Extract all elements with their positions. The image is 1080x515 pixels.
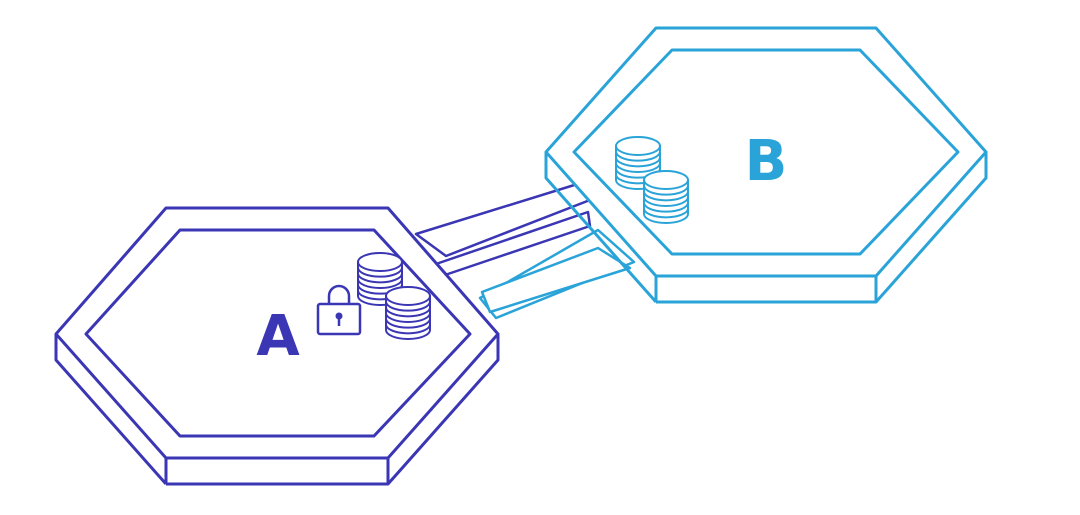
node-a-label: A bbox=[256, 304, 300, 369]
node-a-inner-ring bbox=[84, 228, 472, 438]
coin-stack-icon bbox=[385, 286, 431, 340]
node-b-inner-ring bbox=[572, 48, 960, 256]
node-b-side-bottom bbox=[656, 152, 988, 304]
node-a-side-left bbox=[54, 334, 168, 485]
padlock-icon bbox=[316, 284, 362, 336]
coin-stack-icon bbox=[357, 252, 403, 306]
coin-stack-icon bbox=[643, 170, 689, 224]
bridge-a-to-b-cyan bbox=[478, 228, 636, 320]
bridges bbox=[414, 180, 636, 320]
node-b-side-left bbox=[544, 152, 658, 303]
node-a-coin-stacks bbox=[357, 252, 431, 340]
node-b-coin-stacks bbox=[615, 136, 689, 224]
node-a-side-bottom bbox=[166, 334, 500, 486]
bridge-cyan-top bbox=[480, 246, 632, 314]
node-b-label: B bbox=[745, 129, 788, 194]
